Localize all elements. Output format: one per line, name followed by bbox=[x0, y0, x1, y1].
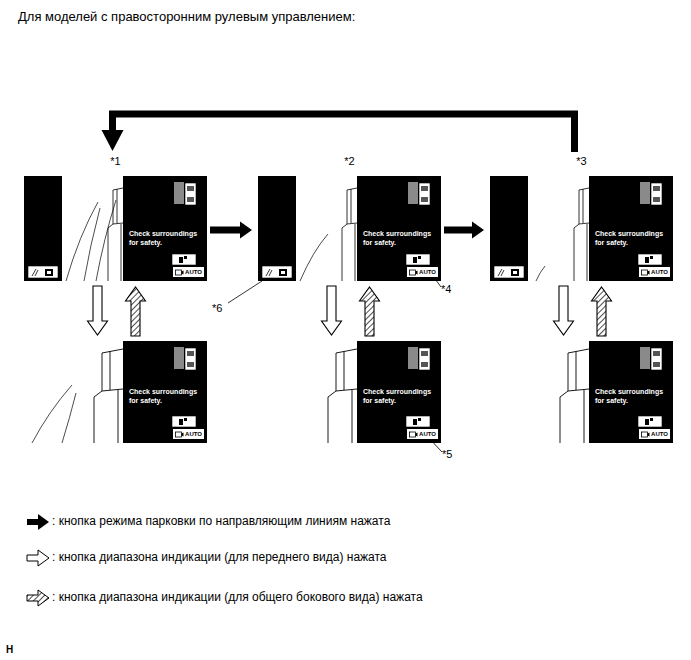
auto-button: AUTO bbox=[638, 266, 671, 278]
arrow-shape bbox=[554, 286, 574, 335]
button-text: AUTO bbox=[185, 269, 202, 276]
mode-arrow bbox=[210, 222, 252, 239]
display-screen-wide: Check surroundings for safety. AUTO bbox=[24, 341, 207, 443]
camera-icon bbox=[409, 269, 418, 276]
camera-icon bbox=[175, 269, 184, 276]
button-text: AUTO bbox=[419, 269, 436, 276]
callout-number: *5 bbox=[442, 448, 452, 460]
arrow-shape bbox=[592, 287, 612, 336]
display-screen: *3Check surroundings for safety. AUTO bbox=[490, 152, 673, 281]
display-screen: *2Check surroundings for safety. AUTO bbox=[258, 152, 441, 281]
arrow-shape bbox=[88, 286, 108, 335]
screen-top-1 bbox=[24, 176, 207, 281]
screen-message: Check surroundings for safety. bbox=[129, 229, 201, 247]
button-text: AUTO bbox=[651, 269, 668, 276]
auto-button: AUTO bbox=[172, 428, 205, 440]
page-title: Для моделей с правосторонним рулевым упр… bbox=[18, 9, 355, 24]
screen-bottom-3 bbox=[490, 341, 673, 443]
display-screen-wide: Check surroundings for safety. AUTO bbox=[490, 341, 673, 443]
side-view-arrow bbox=[126, 287, 146, 336]
legend-hatched-arrow bbox=[27, 590, 49, 606]
legend-text: : кнопка диапазона индикации (для общего… bbox=[52, 590, 423, 604]
camera-icon bbox=[409, 431, 418, 438]
screen-message: Check surroundings for safety. bbox=[595, 387, 667, 405]
mode-arrow bbox=[444, 222, 484, 239]
display-screen: *1Check surroundings for safety. AUTO bbox=[24, 152, 207, 281]
screen-number: *3 bbox=[490, 155, 673, 167]
legend-filled-arrow bbox=[27, 514, 49, 530]
legend-text: : кнопка диапазона индикации (для передн… bbox=[52, 550, 387, 564]
button-text: AUTO bbox=[185, 431, 202, 438]
screen-bottom-1 bbox=[24, 341, 207, 443]
screen-number: *1 bbox=[24, 155, 207, 167]
button-text: AUTO bbox=[419, 431, 436, 438]
arrow-shape bbox=[322, 286, 342, 335]
legend-text: : кнопка режима парковки по направляющим… bbox=[52, 514, 390, 528]
screen-message: Check surroundings for safety. bbox=[363, 229, 435, 247]
screen-message: Check surroundings for safety. bbox=[595, 229, 667, 247]
side-view-arrow bbox=[360, 287, 380, 336]
screen-bottom-2 bbox=[258, 341, 441, 443]
auto-button: AUTO bbox=[406, 428, 439, 440]
arrow-shape bbox=[444, 222, 484, 239]
arrow-shape bbox=[126, 287, 146, 336]
display-screen-wide: Check surroundings for safety. AUTO bbox=[258, 341, 441, 443]
arrow-shaft bbox=[113, 114, 575, 152]
auto-button: AUTO bbox=[638, 428, 671, 440]
arrow-head bbox=[102, 130, 124, 151]
return-arrow bbox=[102, 114, 575, 152]
side-view-arrow bbox=[592, 287, 612, 336]
front-view-arrow bbox=[554, 286, 574, 335]
arrow-shape bbox=[360, 287, 380, 336]
button-text: AUTO bbox=[651, 431, 668, 438]
screen-number: *2 bbox=[258, 155, 441, 167]
camera-icon bbox=[175, 431, 184, 438]
callout-number: *4 bbox=[441, 283, 451, 295]
figure-code: H bbox=[6, 644, 13, 655]
camera-icon bbox=[641, 431, 650, 438]
screen-message: Check surroundings for safety. bbox=[363, 387, 435, 405]
legend-hollow-arrow bbox=[27, 550, 49, 566]
camera-icon bbox=[641, 269, 650, 276]
front-view-arrow bbox=[322, 286, 342, 335]
screen-top-2 bbox=[258, 176, 441, 281]
arrow-shape bbox=[210, 222, 252, 239]
screen-top-3 bbox=[490, 176, 673, 281]
leader-line bbox=[228, 281, 262, 303]
auto-button: AUTO bbox=[406, 266, 439, 278]
screen-message: Check surroundings for safety. bbox=[129, 387, 201, 405]
auto-button: AUTO bbox=[172, 266, 205, 278]
front-view-arrow bbox=[88, 286, 108, 335]
callout-number: *6 bbox=[212, 302, 222, 314]
